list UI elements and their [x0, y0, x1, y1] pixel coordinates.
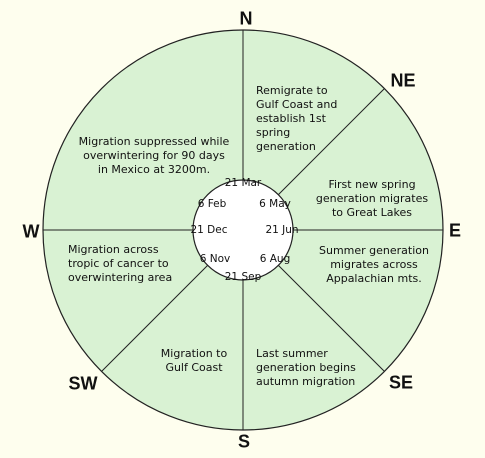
date-21-dec: 21 Dec: [190, 224, 228, 236]
sector-sw-w-text: Migration across tropic of cancer to ove…: [68, 243, 173, 284]
sector-ne-e-text: First new spring generation migrates to …: [315, 178, 429, 219]
date-6-aug: 6 Aug: [259, 253, 291, 265]
date-6-may: 6 May: [259, 198, 291, 210]
sector-w-n-text: Migration suppressed while overwintering…: [78, 135, 230, 176]
compass-label-sw: SW: [68, 373, 98, 394]
axis-northeast: [278, 88, 385, 195]
axis-southeast: [278, 265, 385, 372]
compass-label-s: S: [237, 431, 251, 452]
compass-label-n: N: [239, 8, 253, 29]
compass-label-w: W: [22, 221, 40, 242]
date-21-mar: 21 Mar: [224, 177, 262, 189]
compass-label-se: SE: [388, 372, 414, 393]
date-21-sep: 21 Sep: [224, 271, 262, 283]
date-6-feb: 6 Feb: [197, 198, 227, 210]
sector-se-s-text: Last summer generation begins autumn mig…: [256, 347, 356, 388]
center-circle: [192, 179, 294, 281]
sector-n-ne-text: Remigrate to Gulf Coast and establish 1s…: [256, 84, 338, 153]
sector-s-sw-text: Migration to Gulf Coast: [160, 347, 228, 374]
compass-label-e: E: [448, 220, 462, 241]
sector-e-se-text: Summer generation migrates across Appala…: [319, 244, 429, 285]
date-21-jun: 21 Jun: [265, 224, 299, 236]
date-6-nov: 6 Nov: [199, 253, 231, 265]
compass-label-ne: NE: [390, 70, 416, 91]
axis-southwest: [101, 265, 208, 372]
